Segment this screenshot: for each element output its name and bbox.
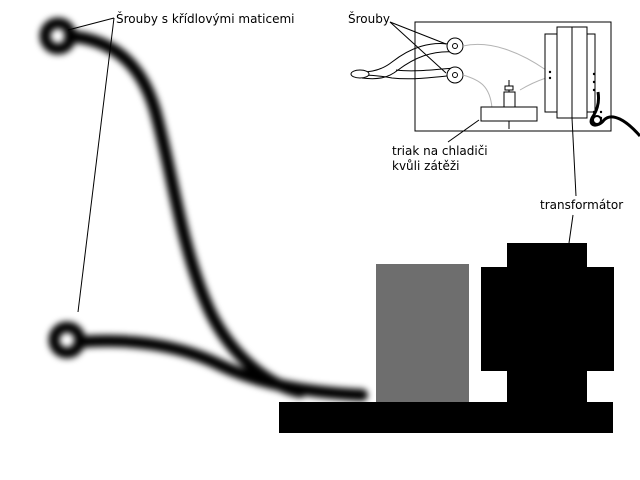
clamp-wire-assembly bbox=[39, 17, 368, 401]
inset-screw-lower-center bbox=[452, 72, 458, 78]
inset-wire-loop-inner bbox=[361, 51, 456, 80]
transformer-core-block bbox=[376, 264, 469, 402]
leader-line-triac bbox=[447, 119, 480, 143]
label-wing-screws: Šrouby s křídlovými maticemi bbox=[116, 12, 295, 26]
transformer-coil bbox=[481, 243, 614, 403]
inset-power-cord bbox=[589, 91, 640, 137]
inset-thin-wire-3 bbox=[519, 77, 547, 91]
inset-heatsink bbox=[480, 106, 538, 122]
lower-wire-arm bbox=[74, 334, 368, 401]
inset-schematic bbox=[350, 21, 640, 197]
inset-cord-grommet bbox=[592, 115, 602, 125]
inset-wire-loop bbox=[361, 43, 456, 80]
upper-wire-arm bbox=[64, 30, 306, 398]
leader-line-upper-lug bbox=[67, 17, 115, 31]
inset-wire-tip bbox=[350, 69, 370, 79]
leader-line-screw-1 bbox=[389, 21, 447, 45]
label-triac-line2: kvůli zátěži bbox=[392, 159, 460, 173]
leader-line-inset-transformer bbox=[571, 117, 577, 197]
inset-triac-body bbox=[503, 91, 516, 108]
inset-screw-upper-center bbox=[452, 43, 458, 49]
leader-line-transformer bbox=[568, 214, 574, 244]
label-transformer: transformátor bbox=[540, 198, 624, 212]
leader-line-lower-lug bbox=[77, 17, 115, 313]
leader-line-screw-2 bbox=[389, 21, 447, 74]
inset-thin-wire-1 bbox=[462, 43, 547, 71]
label-screws: Šrouby bbox=[348, 12, 390, 26]
label-triac-line1: triak na chladiči bbox=[392, 144, 488, 158]
inset-triac-cap bbox=[504, 85, 514, 91]
inset-thin-wire-2 bbox=[462, 74, 493, 109]
base-plate bbox=[279, 402, 613, 433]
